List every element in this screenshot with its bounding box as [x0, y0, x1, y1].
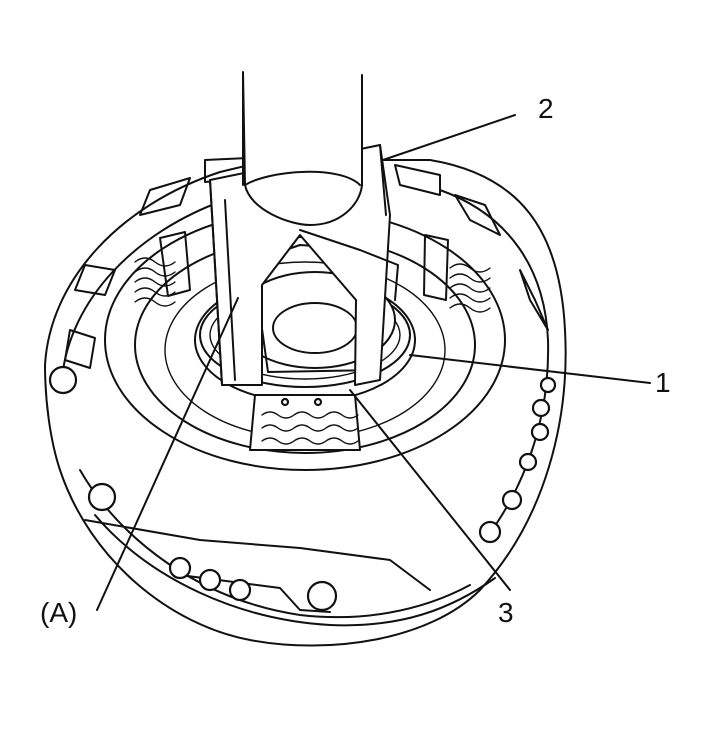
leader-line-2 [382, 114, 516, 161]
leader-line-a [96, 297, 239, 611]
return-springs-center [249, 394, 361, 451]
callout-label-2: 2 [538, 93, 554, 124]
flange-holes [48, 365, 557, 612]
return-springs-left [134, 231, 191, 307]
leader-line-1 [409, 354, 651, 384]
callout-label-a: (A) [40, 597, 77, 628]
callout-label-3: 3 [498, 597, 514, 628]
press-ram [242, 71, 363, 226]
callout-label-1: 1 [655, 367, 671, 398]
leader-lines [96, 114, 651, 611]
leader-line-3 [349, 389, 511, 591]
return-springs-right [423, 234, 491, 313]
